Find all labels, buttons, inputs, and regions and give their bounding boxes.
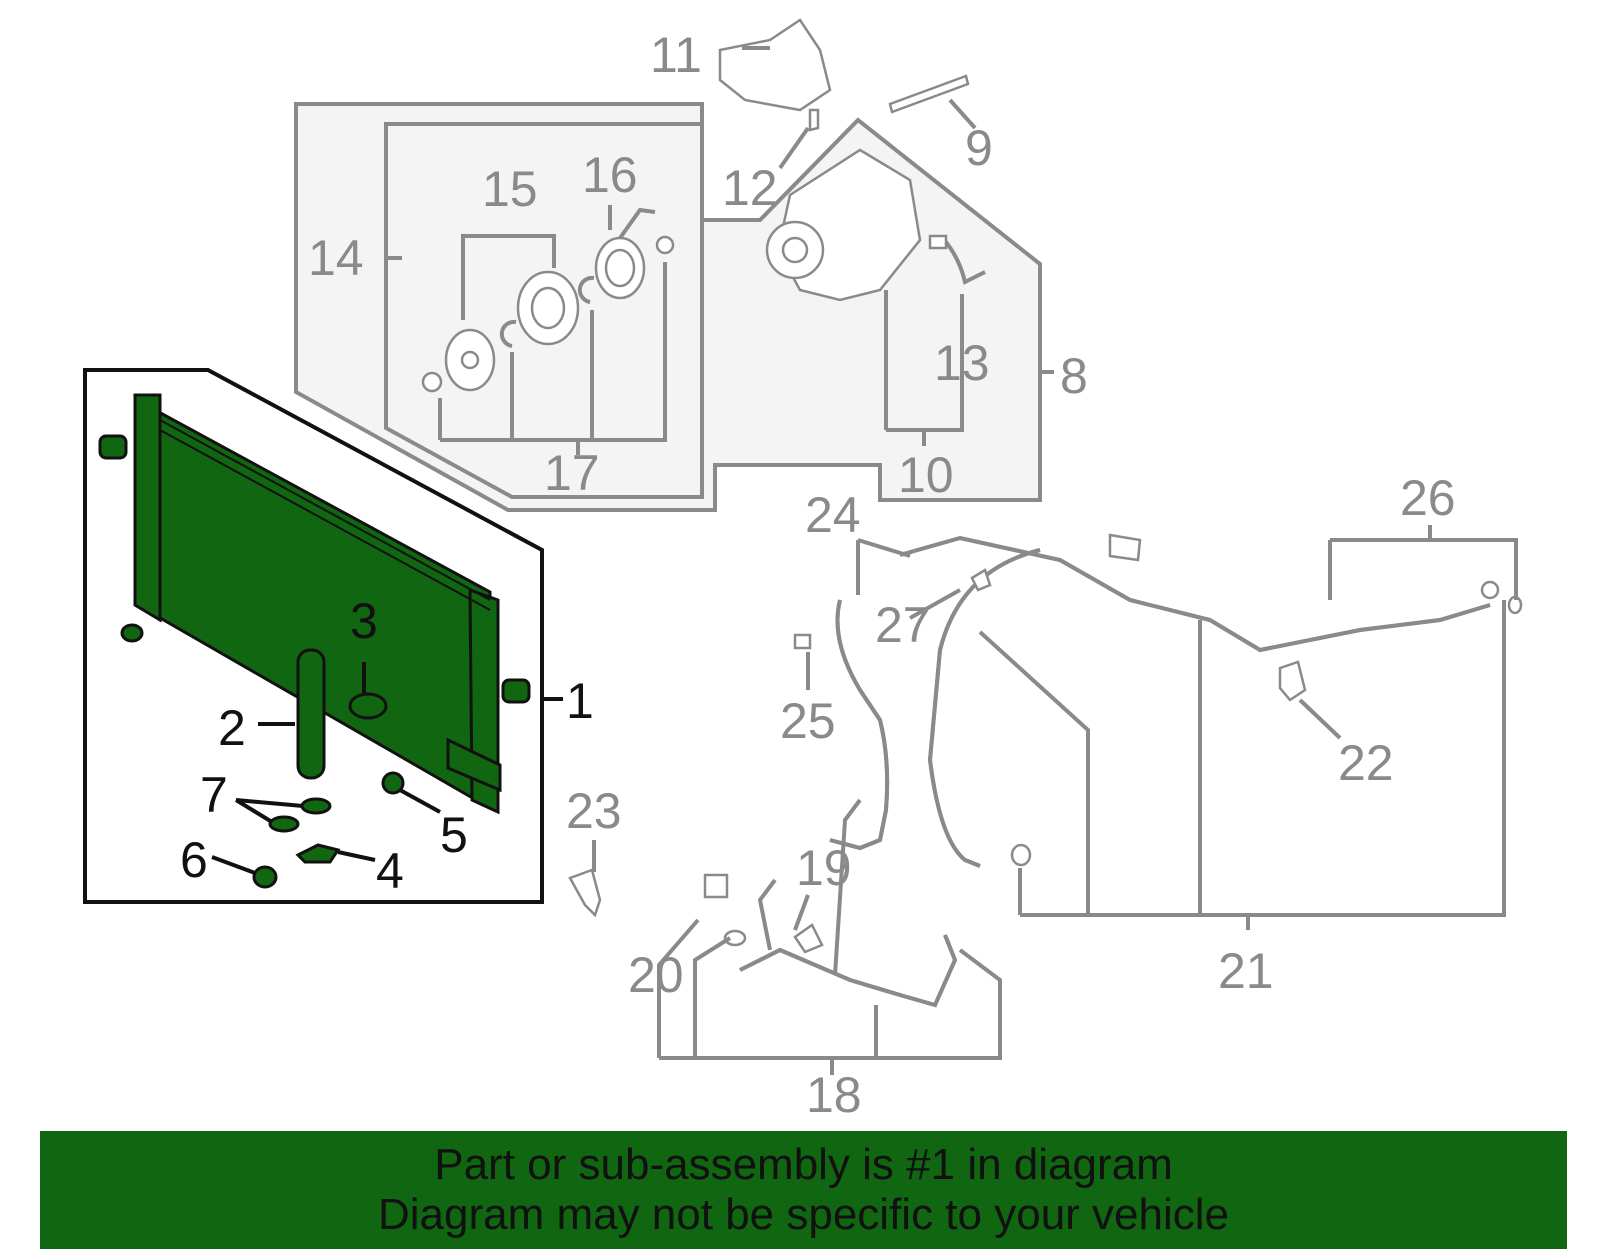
o-ring-upper: [300, 797, 332, 815]
callout-24: 24: [805, 487, 861, 543]
callout-17: 17: [544, 445, 600, 501]
callout-18: 18: [806, 1067, 862, 1123]
callout-1: 1: [566, 673, 594, 729]
leader-lines-gray: [386, 46, 1518, 1075]
bracket-4: [295, 843, 341, 864]
mount-foot: [120, 623, 144, 643]
banner-line-2: Diagram may not be specific to your vehi…: [377, 1190, 1230, 1239]
callout-3: 3: [350, 593, 378, 649]
mount-bushing-right: [501, 678, 531, 704]
callout-14: 14: [308, 230, 364, 286]
callout-8: 8: [1060, 348, 1088, 404]
callout-11: 11: [650, 27, 702, 83]
bolt-6: [252, 865, 278, 889]
callout-23: 23: [566, 783, 622, 839]
leader-lines-black: [211, 662, 563, 875]
callout-20: 20: [628, 947, 684, 1003]
callout-26: 26: [1400, 470, 1456, 526]
callout-12: 12: [722, 160, 778, 216]
callout-7: 7: [200, 767, 228, 823]
banner-line-1: Part or sub-assembly is #1 in diagram: [434, 1140, 1173, 1189]
info-banner: Part or sub-assembly is #1 in diagram Di…: [40, 1131, 1567, 1249]
callout-15: 15: [482, 161, 538, 217]
callout-2: 2: [218, 700, 246, 756]
callout-6: 6: [180, 832, 208, 888]
callout-13: 13: [934, 335, 990, 391]
ac-lines: [568, 533, 1523, 1008]
callout-10: 10: [898, 447, 954, 503]
mount-bushing-left: [98, 434, 128, 460]
drier-bracket: [348, 692, 388, 720]
callout-5: 5: [440, 807, 468, 863]
callout-25: 25: [780, 693, 836, 749]
callout-22: 22: [1338, 735, 1394, 791]
callout-9: 9: [965, 120, 993, 176]
callout-21: 21: [1218, 943, 1274, 999]
receiver-drier: [296, 648, 326, 780]
compressor-parts: [421, 18, 986, 393]
o-ring-lower: [268, 815, 300, 833]
bolt-5: [381, 771, 405, 795]
callout-27: 27: [875, 597, 931, 653]
callout-4: 4: [376, 843, 404, 899]
condenser-core: [133, 393, 502, 815]
callout-19: 19: [796, 840, 852, 896]
callout-16: 16: [582, 147, 638, 203]
